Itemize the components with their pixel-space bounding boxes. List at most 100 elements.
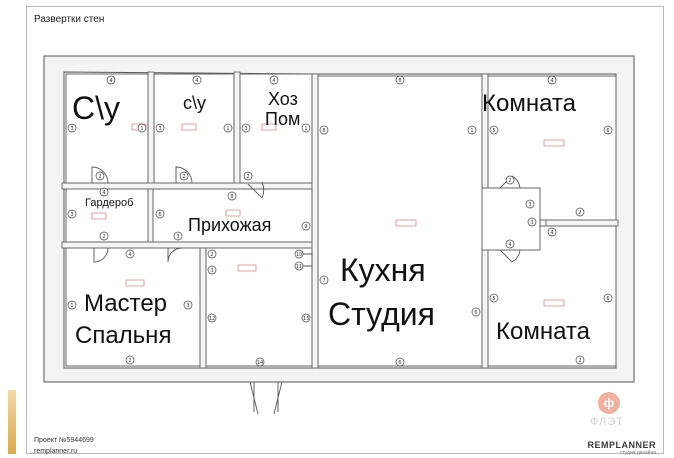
wall-marker: 3: [525, 199, 535, 209]
wall-marker: 3: [527, 217, 537, 227]
watermark-logo: ф: [598, 392, 620, 414]
svg-text:3: 3: [70, 126, 73, 132]
wall-marker: 10: [294, 249, 304, 259]
room-kitchen-studio: [317, 75, 483, 367]
wall-marker: 7: [319, 275, 329, 285]
wall-marker: 1: [467, 125, 477, 135]
wall-marker: 2: [243, 171, 253, 181]
wall-marker: 6: [603, 125, 613, 135]
wall-marker: 12: [207, 313, 217, 323]
svg-text:3: 3: [210, 268, 213, 274]
svg-text:4: 4: [102, 190, 105, 196]
wall-marker: 3: [67, 209, 77, 219]
svg-text:3: 3: [528, 202, 531, 208]
label-master-line2: Спальня: [75, 322, 172, 349]
label-kitchen-line1: Кухня: [340, 252, 426, 288]
svg-text:6: 6: [606, 128, 609, 134]
svg-text:2: 2: [246, 174, 249, 180]
svg-text:3: 3: [244, 126, 247, 132]
svg-text:1: 1: [226, 126, 229, 132]
wall-marker: 4: [269, 75, 279, 85]
wall-marker: 1: [67, 300, 77, 310]
room-bathroom-1: [65, 73, 149, 184]
wall-marker: 3: [183, 300, 193, 310]
svg-text:3: 3: [530, 220, 533, 226]
svg-text:4: 4: [195, 78, 198, 84]
svg-text:3: 3: [176, 234, 179, 240]
label-bathroom-1: С\у: [72, 90, 120, 126]
svg-text:4: 4: [550, 78, 553, 84]
svg-text:3: 3: [186, 303, 189, 309]
wall-marker: 3: [207, 265, 217, 275]
label-utility-line2: Пом: [265, 109, 301, 129]
svg-text:1: 1: [140, 126, 143, 132]
svg-text:12: 12: [209, 316, 215, 322]
label-bathroom-2: с\у: [183, 93, 207, 113]
wall-marker: 4: [547, 75, 557, 85]
wall-marker: 2: [575, 207, 585, 217]
svg-text:1: 1: [470, 128, 473, 134]
project-number: Проект №5944699: [34, 437, 94, 444]
wall-marker: 4: [547, 227, 557, 237]
wall-marker: 13: [301, 313, 311, 323]
svg-text:2: 2: [98, 174, 101, 180]
sheet-edge-strip: [8, 390, 16, 454]
svg-text:4: 4: [508, 242, 511, 248]
room-bathroom-2: [153, 73, 235, 184]
watermark-text: ФЛЭТ: [590, 416, 624, 428]
svg-text:1: 1: [70, 303, 73, 309]
svg-text:1: 1: [304, 126, 307, 132]
svg-text:2: 2: [508, 178, 511, 184]
svg-text:3: 3: [70, 212, 73, 218]
room-corridor: [205, 247, 313, 367]
brand-name: REMPLANNER: [587, 440, 656, 450]
svg-text:8: 8: [398, 78, 401, 84]
svg-text:2: 2: [578, 210, 581, 216]
svg-text:2: 2: [102, 234, 105, 240]
svg-text:11: 11: [296, 264, 302, 270]
svg-text:13: 13: [303, 316, 309, 322]
door-swings: [91, 166, 521, 415]
wall-marker: 2: [505, 175, 515, 185]
svg-text:6: 6: [398, 360, 401, 366]
label-wardrobe: Гардероб: [85, 197, 134, 209]
label-room-bottom: Комната: [496, 318, 590, 345]
svg-text:2: 2: [182, 174, 185, 180]
svg-text:6: 6: [474, 310, 477, 316]
svg-text:2: 2: [210, 252, 213, 258]
room-master-bedroom: [65, 247, 201, 367]
wall-marker: 14: [255, 357, 265, 367]
wall-marker: 4: [106, 75, 116, 85]
label-kitchen-line2: Студия: [328, 296, 435, 332]
svg-text:4: 4: [550, 230, 553, 236]
wall-marker: 3: [241, 123, 251, 133]
wall-marker: 8: [319, 125, 329, 135]
site-link[interactable]: remplanner.ru: [34, 448, 78, 455]
svg-text:2: 2: [128, 358, 131, 364]
wall-marker: 2: [125, 355, 135, 365]
wall-marker: 6: [395, 357, 405, 367]
wall-marker: 8: [395, 75, 405, 85]
wall-marker: 4: [125, 249, 135, 259]
svg-text:4: 4: [272, 78, 275, 84]
wall-marker: 1: [301, 123, 311, 133]
wall-marker: 4: [99, 187, 109, 197]
svg-text:8: 8: [230, 194, 233, 200]
label-room-top: Комната: [482, 90, 576, 117]
wall-marker: 2: [179, 171, 189, 181]
sheet-frame: [26, 6, 664, 454]
wall-marker: 2: [207, 249, 217, 259]
svg-text:14: 14: [257, 360, 263, 366]
svg-text:5: 5: [492, 128, 495, 134]
wall-marker: 1: [137, 123, 147, 133]
svg-text:6: 6: [606, 296, 609, 302]
wall-marker: 5: [489, 293, 499, 303]
svg-text:4: 4: [128, 252, 131, 258]
wall-marker: 2: [575, 355, 585, 365]
label-hallway: Прихожая: [188, 215, 272, 235]
label-master-line1: Мастер: [84, 290, 168, 317]
wall-marker: 3: [155, 123, 165, 133]
